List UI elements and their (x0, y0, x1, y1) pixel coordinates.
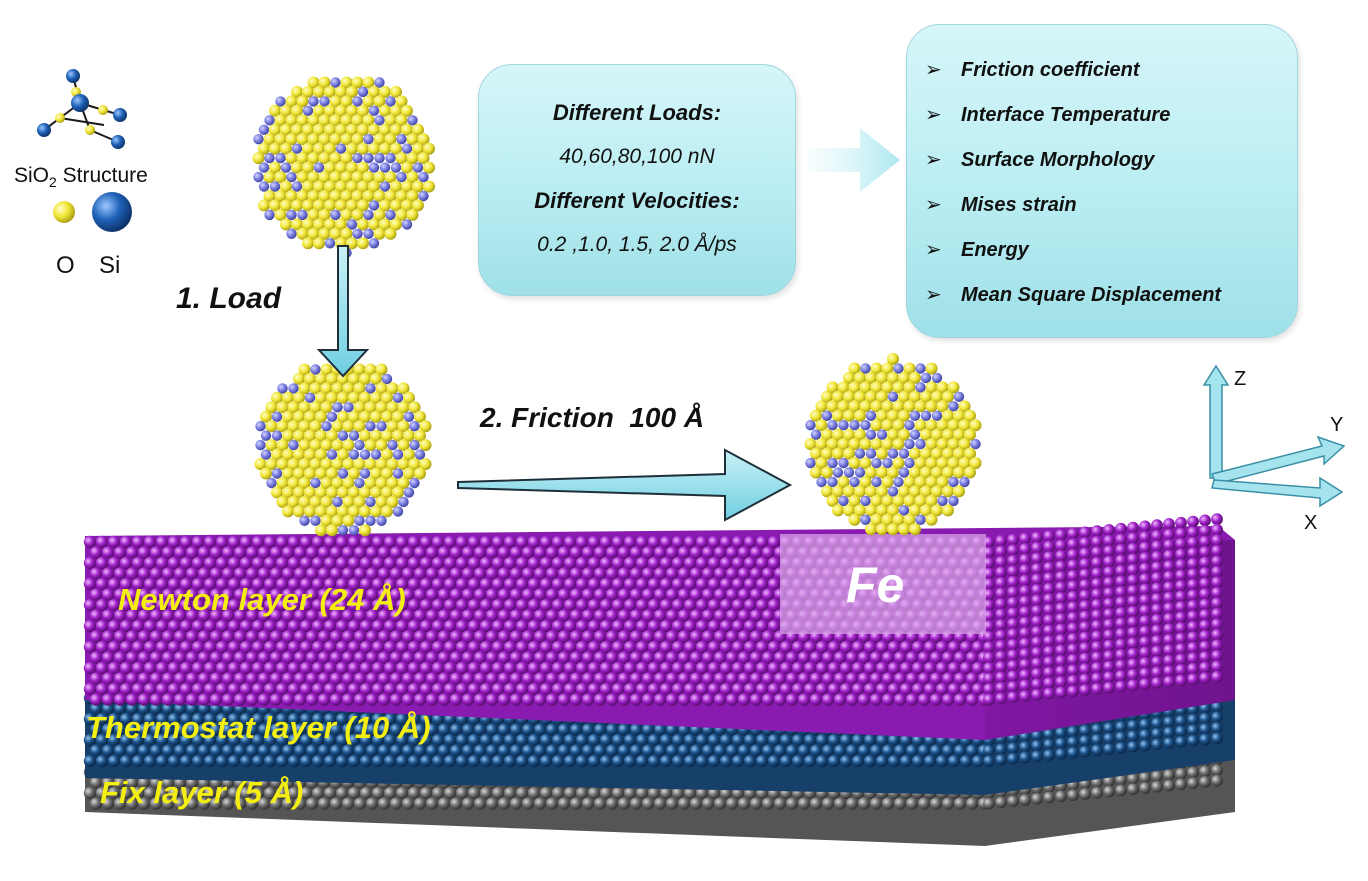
z-axis-label: Z (1234, 368, 1247, 390)
axes-icon (1202, 364, 1346, 508)
flow-arrow (808, 128, 900, 192)
sio2-structure-label: SiO2 Structure (14, 164, 148, 190)
y-axis-label: Y (1330, 414, 1344, 436)
fix-layer-label: Fix layer (5 Å) (100, 775, 304, 810)
output-item: ➢Mean Square Displacement (925, 284, 1222, 306)
thermostat-layer-label: Thermostat layer (10 Å) (86, 710, 431, 745)
nanoparticle-loaded (254, 354, 432, 537)
load-arrow (316, 245, 370, 378)
structure-subscript: 2 (49, 174, 57, 191)
output-item: ➢Friction coefficient (925, 59, 1140, 81)
output-item: ➢Interface Temperature (925, 104, 1171, 126)
output-item: ➢Mises strain (925, 194, 1077, 216)
oxygen-legend-atom (53, 201, 75, 223)
velocities-values: 0.2 ,1.0, 1.5, 2.0 Å/ps (537, 233, 737, 256)
structure-suffix: Structure (56, 164, 148, 187)
nanoparticle-final (804, 353, 982, 536)
newton-layer-label: Newton layer (24 Å) (118, 582, 406, 617)
x-axis-label: X (1304, 512, 1318, 534)
loads-title: Different Loads: (552, 100, 722, 125)
silicon-legend-atom (92, 192, 132, 232)
conditions-box: Different Loads: 40,60,80,100 nN Differe… (478, 64, 796, 296)
silicon-label: Si (99, 252, 121, 279)
loads-values: 40,60,80,100 nN (559, 145, 715, 168)
velocities-title: Different Velocities: (534, 188, 740, 213)
sio2-structure-icon (37, 69, 127, 149)
oxygen-label: O (56, 252, 75, 279)
friction-arrow (457, 448, 793, 522)
nanoparticle-initial (252, 76, 435, 258)
structure-prefix: SiO (14, 164, 50, 187)
output-item: ➢Energy (925, 239, 1029, 261)
fe-label-box (780, 534, 986, 634)
load-step-label: 1. Load (176, 282, 282, 315)
output-item: ➢Surface Morphology (925, 149, 1155, 171)
outputs-box: ➢Friction coefficient ➢Interface Tempera… (906, 24, 1298, 338)
friction-step-label: 2. Friction 100 Å (480, 402, 705, 433)
newton-layer (83, 513, 1235, 740)
fe-label: Fe (846, 557, 905, 613)
